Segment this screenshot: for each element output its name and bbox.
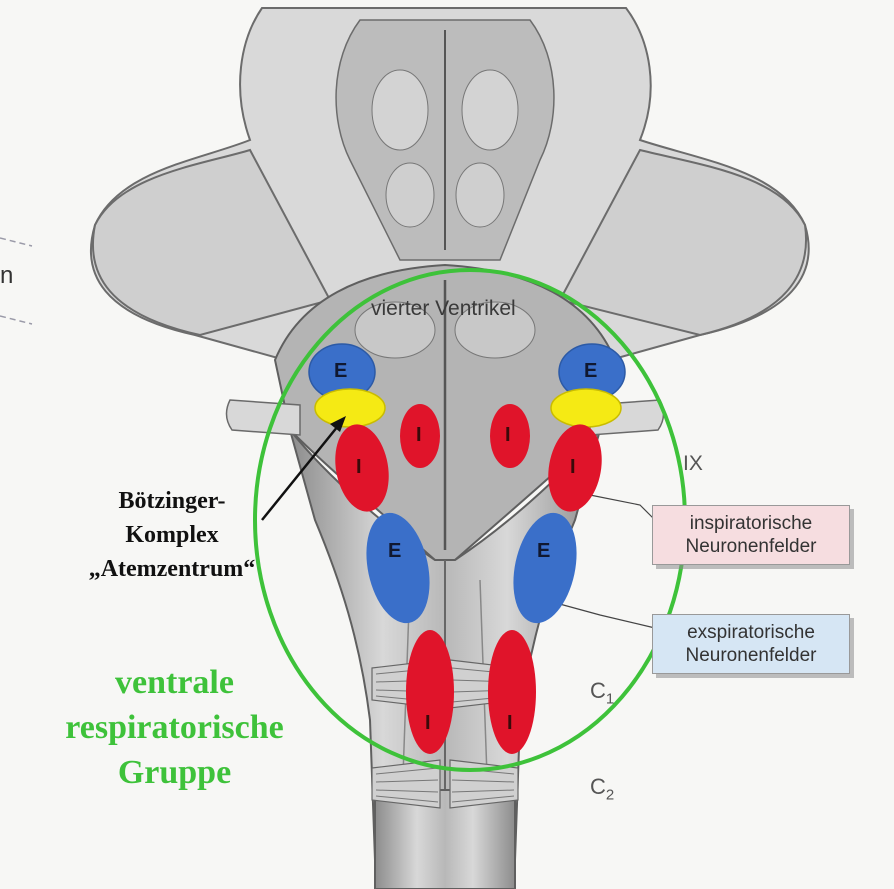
c1-label: C1 xyxy=(590,678,614,707)
vrg-line1: ventrale xyxy=(12,660,337,705)
boetzinger-complex-left xyxy=(315,389,385,427)
inspiratory-field-caudal-left xyxy=(406,630,454,754)
boetzinger-line3: „Atemzentrum“ xyxy=(72,552,272,586)
label-I-lateral-right: I xyxy=(570,456,576,479)
vrg-line3: Gruppe xyxy=(12,750,337,795)
inspiratory-callout-line1: inspiratorische xyxy=(663,512,839,535)
label-E-upper-left: E xyxy=(334,360,347,383)
inspiratory-field-caudal-right xyxy=(488,630,536,754)
vrg-line2: respiratorische xyxy=(12,705,337,750)
boetzinger-label: Bötzinger- Komplex „Atemzentrum“ xyxy=(72,484,272,586)
inspiratory-callout-line2: Neuronenfelder xyxy=(663,535,839,558)
expiratory-callout: exspiratorische Neuronenfelder xyxy=(652,614,850,674)
vrg-label: ventrale respiratorische Gruppe xyxy=(12,660,337,795)
c2-label: C2 xyxy=(590,774,614,803)
expiratory-callout-line1: exspiratorische xyxy=(663,621,839,644)
label-I-caudal-left: I xyxy=(425,712,431,735)
label-E-lower-left: E xyxy=(388,540,401,563)
spinal-cord xyxy=(375,790,515,889)
label-E-upper-right: E xyxy=(584,360,597,383)
inspiratory-callout: inspiratorische Neuronenfelder xyxy=(652,505,850,565)
label-I-caudal-right: I xyxy=(507,712,513,735)
boetzinger-line2: Komplex xyxy=(72,518,272,552)
expiratory-callout-line2: Neuronenfelder xyxy=(663,644,839,667)
fourth-ventricle-label: vierter Ventrikel xyxy=(371,297,516,321)
label-E-lower-right: E xyxy=(537,540,550,563)
label-I-lateral-left: I xyxy=(356,456,362,479)
boetzinger-complex-right xyxy=(551,389,621,427)
cranial-nerve-ix-label: IX xyxy=(683,452,703,476)
label-I-medial-right: I xyxy=(505,424,511,447)
label-I-medial-left: I xyxy=(416,424,422,447)
boetzinger-line1: Bötzinger- xyxy=(72,484,272,518)
margin-letter: n xyxy=(0,262,13,290)
